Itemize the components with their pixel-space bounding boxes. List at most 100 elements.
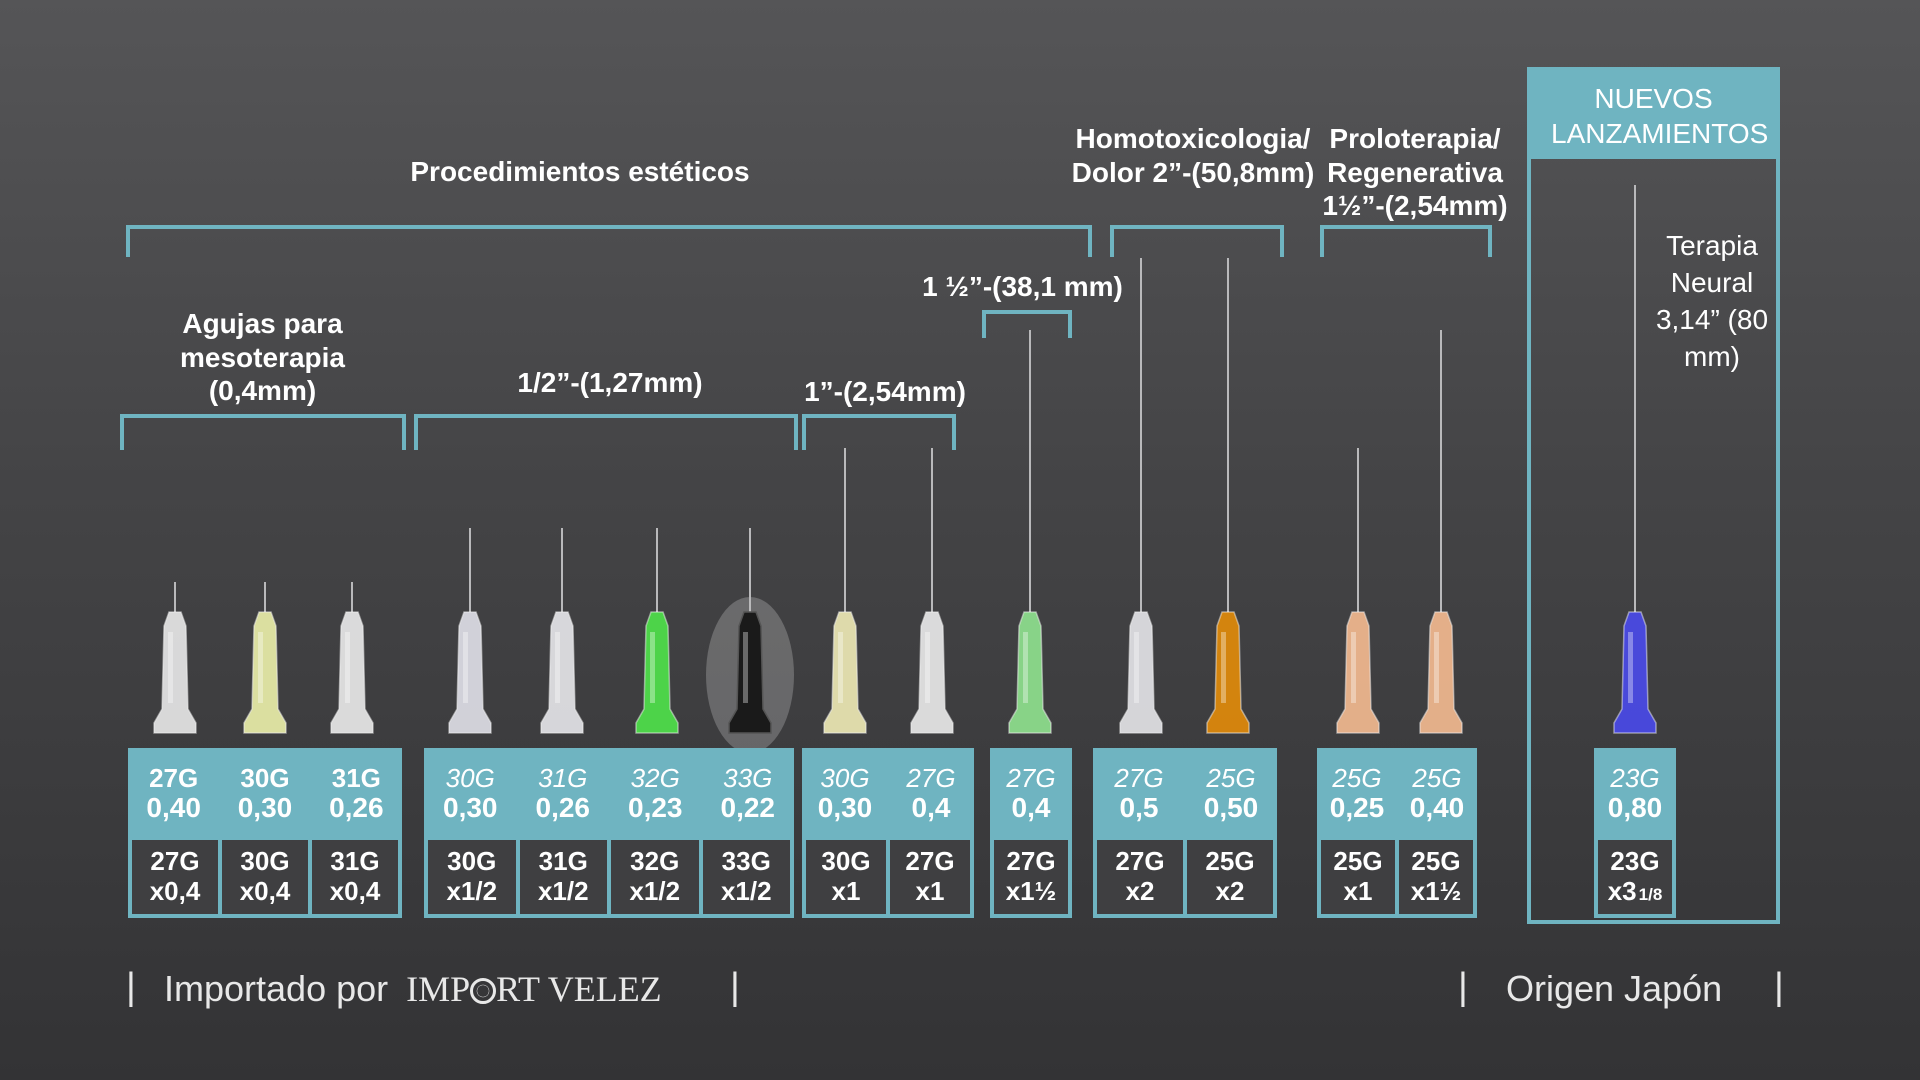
needle-8 bbox=[808, 448, 882, 735]
heading-mesoterapia: Agujas para mesoterapia (0,4mm) bbox=[180, 308, 345, 407]
needle-10 bbox=[993, 330, 1067, 735]
size-gauge: 23G bbox=[1610, 846, 1660, 877]
bracket-prolo bbox=[1320, 225, 1492, 257]
size-length: x2 bbox=[1125, 876, 1155, 906]
gauge-label: 30G bbox=[820, 762, 870, 793]
size-gauge: 25G bbox=[1205, 846, 1255, 877]
size-gauge: 27G bbox=[1115, 846, 1165, 877]
heading-half: 1/2”-(1,27mm) bbox=[517, 367, 703, 398]
size-gauge: 27G bbox=[905, 846, 955, 877]
gauge-label: 27G bbox=[906, 762, 956, 793]
bracket-one bbox=[802, 414, 956, 450]
gauge-label: 30G bbox=[445, 762, 495, 793]
diameter-label: 0,23 bbox=[628, 792, 683, 824]
gauge-label: 27G bbox=[1114, 762, 1164, 793]
heading-prolo: Proloterapia/ Regenerativa 1½”-(2,54mm) bbox=[1322, 123, 1508, 222]
nuevos-header: NUEVOS LANZAMIENTOS bbox=[1527, 67, 1780, 159]
diameter-label: 0,4 bbox=[911, 792, 951, 824]
size-length: x1/2 bbox=[537, 876, 589, 906]
gauge-label: 25G bbox=[1206, 762, 1256, 793]
diameter-label: 0,30 bbox=[237, 792, 293, 824]
gauge-label: 31G bbox=[538, 762, 588, 793]
footer-pipe-right2: | bbox=[1774, 966, 1784, 1008]
gauge-label: 33G bbox=[723, 762, 773, 793]
needle-7 bbox=[706, 528, 794, 753]
diameter-label: 0,40 bbox=[1409, 792, 1465, 824]
diameter-label: 0,30 bbox=[443, 792, 498, 824]
size-length: x1 bbox=[831, 876, 861, 906]
neural-label: Terapia Neural 3,14” (80 mm) bbox=[1655, 230, 1769, 372]
heading-homotox: Homotoxicologia/ Dolor 2”-(50,8mm) bbox=[1071, 123, 1315, 188]
needle-6 bbox=[620, 528, 694, 735]
needle-13 bbox=[1321, 448, 1395, 735]
footer-origen: Origen Japón bbox=[1506, 968, 1723, 1009]
gauge-label: 23G bbox=[1610, 762, 1660, 793]
size-length: x1½ bbox=[1410, 876, 1462, 906]
footer-pipe-mid: | bbox=[730, 966, 740, 1008]
gauge-label: 27G bbox=[149, 762, 199, 793]
needle-4 bbox=[433, 528, 507, 735]
needle-15 bbox=[1598, 185, 1672, 735]
size-fraction: 1/8 bbox=[1638, 885, 1663, 904]
gauge-label: 25G bbox=[1332, 762, 1382, 793]
diameter-label: 0,80 bbox=[1607, 792, 1663, 824]
importado-text: Importado por bbox=[164, 968, 389, 1009]
size-length: x1/2 bbox=[720, 876, 772, 906]
size-gauge: 31G bbox=[330, 846, 380, 877]
needle-9 bbox=[895, 448, 969, 735]
needle-2 bbox=[228, 582, 302, 735]
diameter-label: 0,30 bbox=[817, 792, 873, 824]
bracket-mesoterapia bbox=[120, 414, 406, 450]
size-gauge: 30G bbox=[447, 846, 497, 877]
needle-12 bbox=[1191, 258, 1265, 735]
heading-one: 1”-(2,54mm) bbox=[804, 376, 966, 407]
diameter-label: 0,26 bbox=[329, 792, 384, 824]
size-gauge: 25G bbox=[1333, 846, 1383, 877]
footer-pipe-left: | bbox=[126, 966, 136, 1008]
size-gauge: 33G bbox=[721, 846, 771, 877]
size-gauge: 30G bbox=[821, 846, 871, 877]
needle-5 bbox=[525, 528, 599, 735]
diameter-label: 0,5 bbox=[1119, 792, 1159, 824]
footer-pipe-right1: | bbox=[1458, 966, 1468, 1008]
size-gauge: 27G bbox=[1006, 846, 1056, 877]
diameter-label: 0,4 bbox=[1011, 792, 1051, 824]
bracket-half bbox=[414, 414, 798, 450]
bracket-homotox bbox=[1110, 225, 1284, 257]
needle-11 bbox=[1104, 258, 1178, 735]
diameter-label: 0,25 bbox=[1329, 792, 1385, 824]
size-length: x1 bbox=[915, 876, 945, 906]
bracket-esteticos bbox=[126, 225, 1092, 257]
size-length: x1 bbox=[1343, 876, 1373, 906]
size-length: x0,4 bbox=[329, 876, 381, 906]
